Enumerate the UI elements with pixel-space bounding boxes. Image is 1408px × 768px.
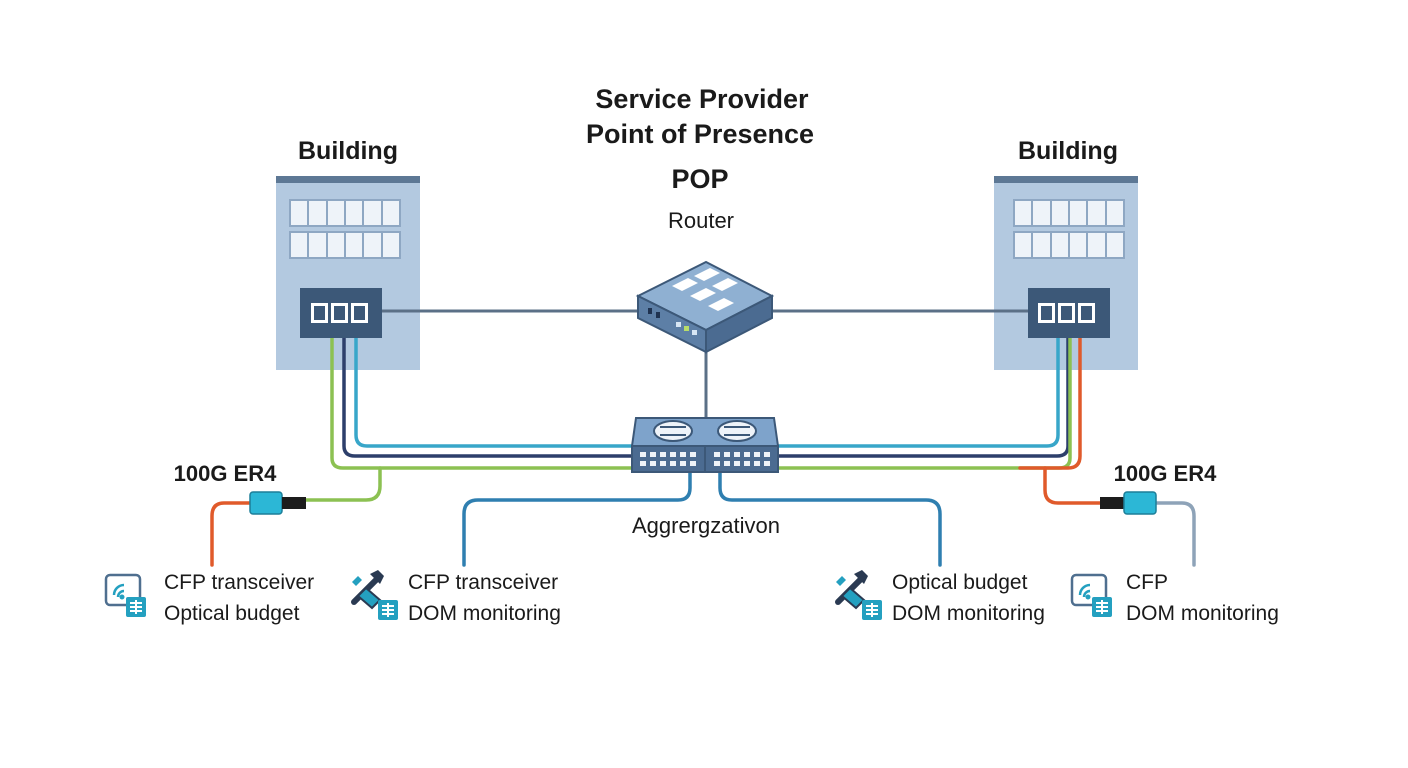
caption-1-line2: Optical budget [164,602,300,625]
fiber-links [210,309,1196,567]
router-label: Router [668,208,734,233]
building-right-label: Building [1018,137,1118,165]
caption-4-line1: CFP [1126,571,1168,594]
building-left-label: Building [298,137,398,165]
router [635,260,775,354]
monitor-icon [104,573,147,618]
pop-title-line2: Point of Presence [586,119,814,149]
transceiver-tag-left: 100G ER4 [174,461,277,486]
transceiver-left [249,491,306,515]
aggregation-switch [630,417,780,473]
tool-icon [836,570,883,621]
pop-label: POP [671,164,728,194]
building-left-switch [300,288,382,338]
building-right-switch [1028,288,1110,338]
transceiver-right [1100,491,1157,515]
caption-2-line2: DOM monitoring [408,602,561,625]
caption-2-line1: CFP transceiver [408,571,558,594]
transceiver-tag-right: 100G ER4 [1114,461,1217,486]
caption-3-line1: Optical budget [892,571,1028,594]
building-left [276,176,420,370]
pop-title-line1: Service Provider [595,84,809,114]
caption-1-line1: CFP transceiver [164,571,314,594]
monitor-icon [1070,573,1113,618]
tool-icon [352,570,399,621]
building-right [994,176,1138,370]
aggregation-label: Aggrergzativon [632,513,780,538]
caption-4-line2: DOM monitoring [1126,602,1279,625]
caption-3-line2: DOM monitoring [892,602,1045,625]
